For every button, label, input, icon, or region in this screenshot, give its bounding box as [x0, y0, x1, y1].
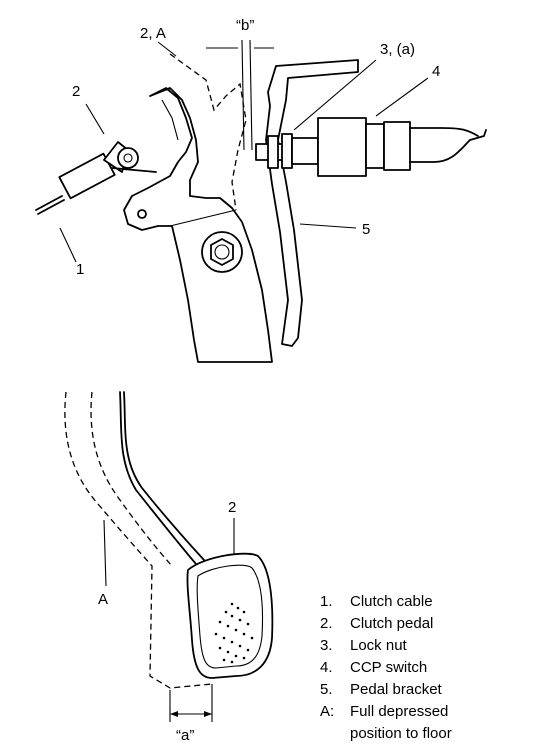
- legend-key: A:: [320, 703, 334, 720]
- legend-text: Lock nut: [350, 637, 408, 654]
- pedal-upper-arm: [123, 87, 273, 363]
- legend-text: Full depressed: [350, 703, 448, 720]
- legend-text: Pedal bracket: [350, 681, 443, 698]
- ccp-switch: [255, 117, 487, 177]
- clearance-b-marker: [206, 39, 274, 151]
- legend-key: 4.: [320, 659, 333, 676]
- callout-1: 1: [76, 261, 84, 278]
- leader-lines-bottom: [103, 518, 235, 587]
- legend-key: 5.: [320, 681, 333, 698]
- pad-texture: [214, 602, 254, 664]
- legend: 1. Clutch cable 2. Clutch pedal 3. Lock …: [320, 593, 452, 742]
- callout-b: “b”: [236, 17, 254, 34]
- clutch-cable: [35, 141, 157, 215]
- legend-text: Clutch pedal: [350, 615, 433, 632]
- leader-lines-top: [59, 41, 429, 263]
- pivot-bolt: [201, 231, 243, 273]
- dimension-a-marker: [169, 684, 213, 722]
- clutch-pedal-pad: [186, 552, 274, 679]
- callout-a-side: A: [98, 591, 108, 608]
- legend-text: CCP switch: [350, 659, 427, 676]
- callout-4: 4: [432, 63, 440, 80]
- callout-3-a: 3, (a): [380, 41, 415, 58]
- legend-key: 2.: [320, 615, 333, 632]
- legend-text: position to floor: [350, 725, 452, 742]
- legend-key: 3.: [320, 637, 333, 654]
- callout-2-top: 2: [72, 83, 80, 100]
- legend-key: 1.: [320, 593, 333, 610]
- depressed-outline-lower: [64, 391, 213, 689]
- callout-5: 5: [362, 221, 370, 238]
- legend-text: Clutch cable: [350, 593, 433, 610]
- callout-2-bottom: 2: [228, 499, 236, 516]
- callout-2-a: 2, A: [140, 25, 166, 42]
- pedal-bracket: [265, 59, 359, 347]
- depressed-outline-upper: [169, 53, 247, 211]
- callout-a-gap: “a”: [176, 727, 194, 744]
- pedal-lower-arm: [119, 391, 205, 565]
